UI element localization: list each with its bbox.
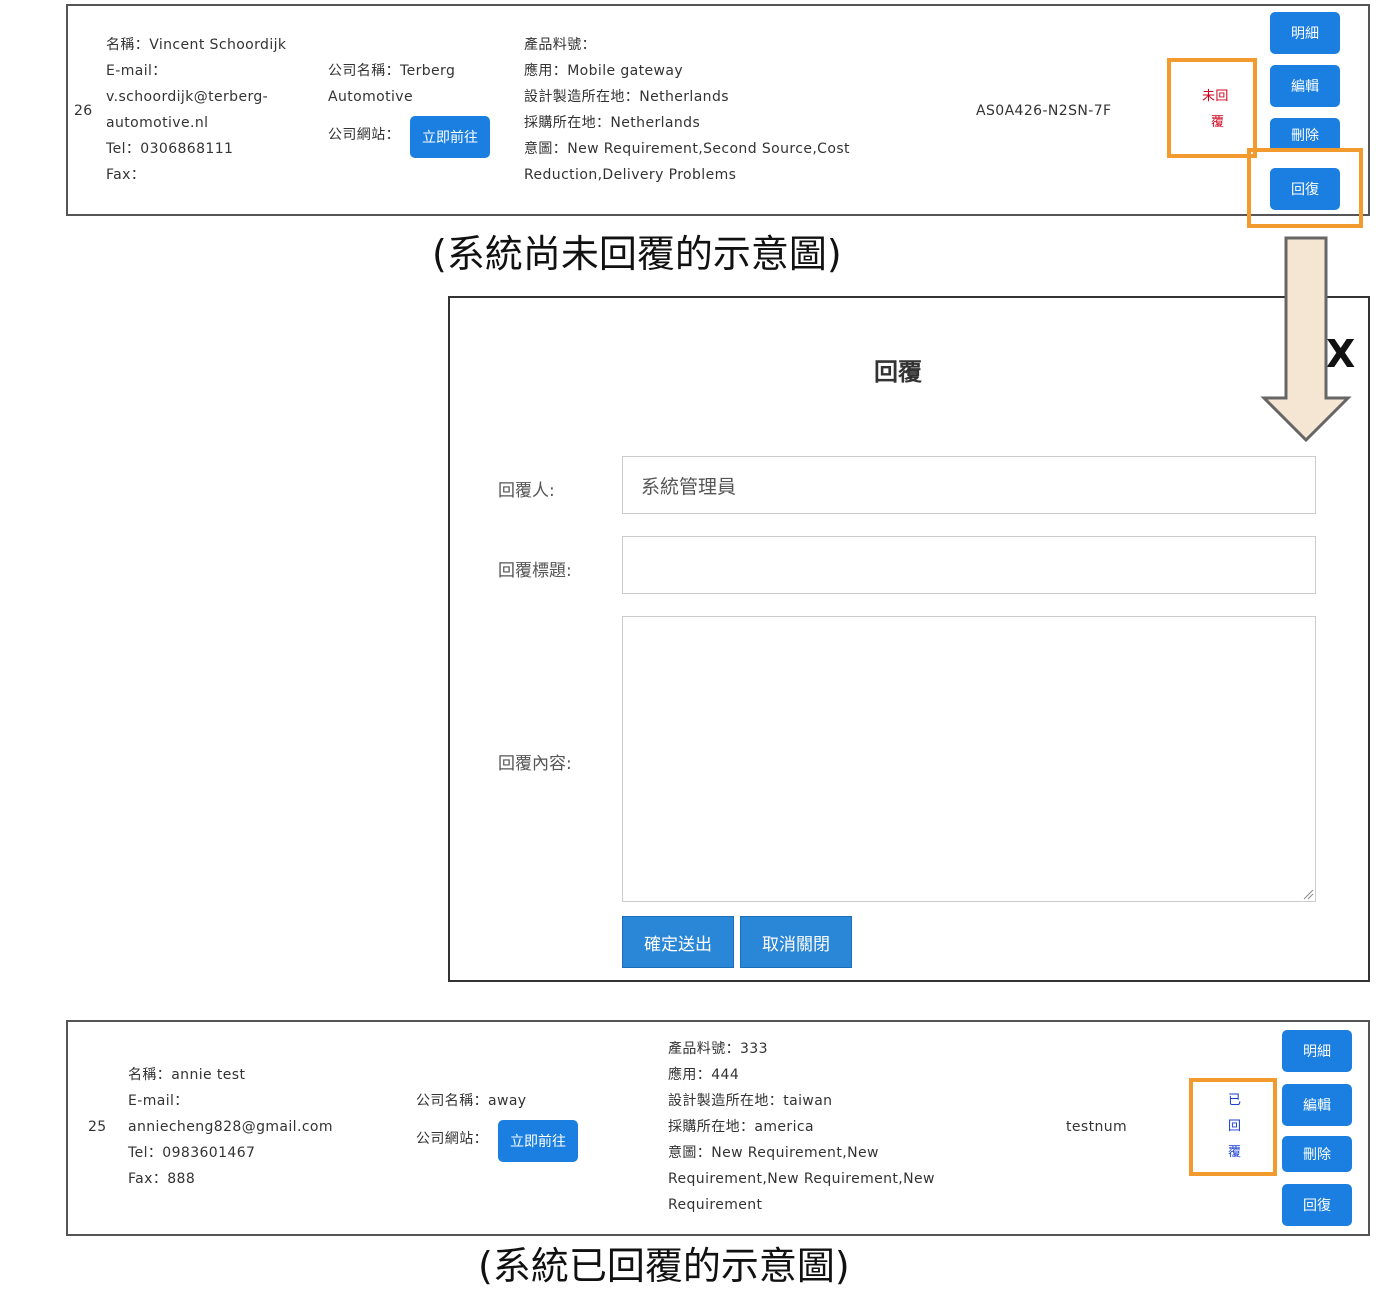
reply-button[interactable]: 回復 — [1270, 168, 1340, 210]
product-design-location: 設計製造所在地：Netherlands — [524, 89, 729, 105]
inquiry-row-25: 25 名稱：annie test E-mail： anniecheng828@g… — [66, 1020, 1370, 1236]
product-application: 應用：Mobile gateway — [524, 63, 684, 79]
contact-tel: Tel：0983601467 — [128, 1145, 256, 1161]
edit-button[interactable]: 編輯 — [1270, 65, 1340, 107]
product-design-location: 設計製造所在地：taiwan — [668, 1093, 833, 1109]
product-purchase-location: 採購所在地：america — [668, 1119, 814, 1135]
company-name-cont: Automotive — [328, 89, 413, 105]
row-index: 25 — [88, 1119, 107, 1135]
contact-email-cont: automotive.nl — [106, 115, 209, 131]
reply-modal: 回覆 X 回覆人: 系統管理員 回覆標題: 回覆內容: 確定送出 取消關閉 — [448, 296, 1370, 982]
close-icon[interactable]: X — [1326, 332, 1356, 376]
company-site-label: 公司網站： — [328, 127, 400, 143]
contact-tel: Tel：0306868111 — [106, 141, 234, 157]
contact-email-label: E-mail： — [128, 1093, 189, 1109]
subject-label: 回覆標題: — [498, 561, 572, 581]
product-intent-cont: Reduction,Delivery Problems — [524, 167, 737, 183]
status-replied-cont2: 覆 — [1228, 1145, 1242, 1160]
product-intent: 意圖：New Requirement,New — [668, 1145, 879, 1161]
company-site-label: 公司網站： — [416, 1131, 488, 1147]
delete-button[interactable]: 刪除 — [1270, 118, 1340, 152]
contact-email-label: E-mail： — [106, 63, 167, 79]
detail-button[interactable]: 明細 — [1282, 1030, 1352, 1072]
product-intent: 意圖：New Requirement,Second Source,Cost — [524, 141, 850, 157]
content-textarea[interactable] — [622, 616, 1316, 902]
submit-button[interactable]: 確定送出 — [622, 916, 734, 968]
cancel-button[interactable]: 取消關閉 — [740, 916, 852, 968]
replier-field[interactable]: 系統管理員 — [622, 456, 1316, 514]
contact-fax: Fax： — [106, 167, 146, 183]
product-intent-cont2: Requirement — [668, 1197, 763, 1213]
reply-button[interactable]: 回復 — [1282, 1184, 1352, 1226]
resize-handle-icon[interactable] — [1302, 888, 1314, 900]
edit-button[interactable]: 編輯 — [1282, 1084, 1352, 1126]
down-arrow-icon — [1260, 236, 1352, 443]
status-replied: 已 — [1228, 1093, 1242, 1108]
subject-field[interactable] — [622, 536, 1316, 594]
row-index: 26 — [74, 103, 93, 119]
product-part-no: 產品料號：333 — [668, 1041, 768, 1057]
contact-email: anniecheng828@gmail.com — [128, 1119, 333, 1135]
status-replied-cont: 回 — [1228, 1119, 1242, 1134]
contact-name: 名稱：Vincent Schoordijk — [106, 37, 287, 53]
status-highlight — [1189, 1078, 1277, 1176]
status-unreplied: 未回 — [1202, 89, 1229, 104]
company-name: 公司名稱：away — [416, 1093, 527, 1109]
product-intent-cont: Requirement,New Requirement,New — [668, 1171, 935, 1187]
detail-button[interactable]: 明細 — [1270, 12, 1340, 54]
contact-name: 名稱：annie test — [128, 1067, 246, 1083]
visit-site-button[interactable]: 立即前往 — [498, 1120, 578, 1162]
replier-label: 回覆人: — [498, 481, 555, 501]
contact-fax: Fax：888 — [128, 1171, 196, 1187]
company-name: 公司名稱：Terberg — [328, 63, 456, 79]
delete-button[interactable]: 刪除 — [1282, 1136, 1352, 1172]
model-number: testnum — [1066, 1119, 1128, 1135]
contact-email: v.schoordijk@terberg- — [106, 89, 269, 105]
inquiry-row-26: 26 名稱：Vincent Schoordijk E-mail： v.schoo… — [66, 4, 1370, 216]
status-unreplied-cont: 覆 — [1211, 115, 1225, 130]
model-number: AS0A426-N2SN-7F — [976, 103, 1112, 119]
content-label: 回覆內容: — [498, 754, 572, 774]
visit-site-button[interactable]: 立即前往 — [410, 116, 490, 158]
caption-not-replied: (系統尚未回覆的示意圖) — [432, 232, 842, 276]
product-application: 應用：444 — [668, 1067, 740, 1083]
product-purchase-location: 採購所在地：Netherlands — [524, 115, 701, 131]
status-highlight — [1167, 58, 1257, 158]
caption-replied: (系統已回覆的示意圖) — [478, 1244, 850, 1288]
modal-title: 回覆 — [874, 358, 922, 386]
reply-button-highlight — [1247, 148, 1363, 228]
product-part-no: 產品料號： — [524, 37, 596, 53]
